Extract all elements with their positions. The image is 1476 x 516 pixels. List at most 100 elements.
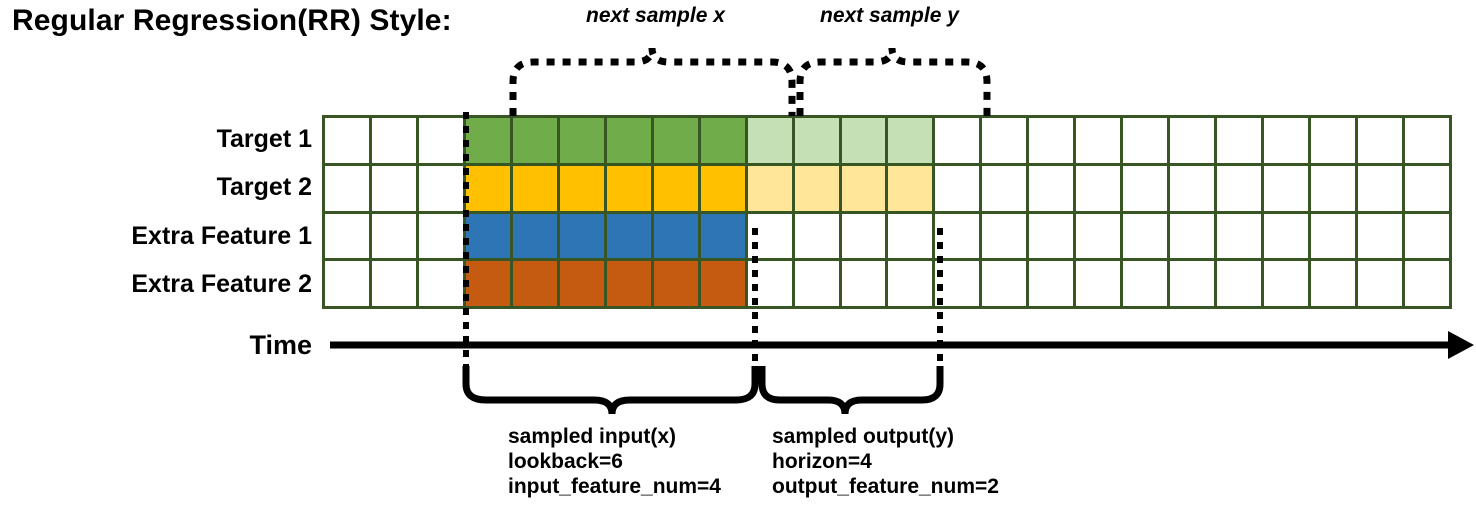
- row-label-extra-feature-1: Extra Feature 1: [131, 222, 312, 250]
- grid-cell: [1076, 261, 1121, 306]
- grid-cell-input: [700, 213, 745, 259]
- grid-cell: [418, 213, 463, 259]
- grid-cell-input: [606, 118, 651, 163]
- grid-cell-output: [841, 118, 886, 163]
- grid-cell: [1170, 213, 1215, 259]
- annotation-sampled-input-line2: lookback=6: [508, 450, 623, 473]
- grid-cell: [888, 213, 933, 259]
- grid-cell: [794, 261, 839, 306]
- grid-cell-input: [606, 261, 651, 306]
- grid-cell: [1358, 118, 1403, 163]
- grid-cell: [418, 261, 463, 306]
- grid-cell-input: [512, 118, 557, 163]
- annotation-sampled-output-line2: horizon=4: [772, 450, 872, 473]
- grid-cell: [325, 165, 369, 211]
- annotation-next-sample-y: next sample y: [820, 4, 959, 27]
- grid-cell-input: [465, 165, 510, 211]
- grid-cell: [1358, 213, 1403, 259]
- row-label-extra-feature-2: Extra Feature 2: [131, 270, 312, 298]
- grid-cell-input: [653, 213, 698, 259]
- grid-cell: [1358, 165, 1403, 211]
- grid-cell: [1217, 165, 1262, 211]
- time-axis-label: Time: [249, 330, 312, 360]
- grid-cell-input: [465, 261, 510, 306]
- grid-cell: [1029, 118, 1074, 163]
- grid-cell: [1029, 261, 1074, 306]
- grid-cell: [1405, 213, 1449, 259]
- grid-cell: [418, 165, 463, 211]
- grid-cell-input: [606, 165, 651, 211]
- grid-cell-output: [888, 165, 933, 211]
- grid-cell: [1217, 118, 1262, 163]
- grid-cell-output: [794, 165, 839, 211]
- grid-cell-output: [794, 118, 839, 163]
- grid-cell: [418, 118, 463, 163]
- annotation-sampled-output-line1: sampled output(y): [772, 425, 954, 448]
- grid-cell-input: [559, 165, 604, 211]
- row-label-target-2: Target 2: [216, 173, 312, 201]
- grid-cell: [1123, 213, 1168, 259]
- grid-cell: [1170, 118, 1215, 163]
- grid-cell-output: [841, 165, 886, 211]
- grid-cell-input: [653, 118, 698, 163]
- annotation-sampled-input-line1: sampled input(x): [508, 425, 677, 448]
- annotation-sampled-output-line3: output_feature_num=2: [772, 475, 999, 498]
- grid-cell: [1311, 165, 1356, 211]
- grid-cell: [1405, 118, 1449, 163]
- grid-cell: [1123, 118, 1168, 163]
- top-brace-next-sample-x: [509, 47, 796, 116]
- grid-cell: [325, 118, 369, 163]
- grid-cell-input: [465, 213, 510, 259]
- grid-cell: [1264, 213, 1309, 259]
- grid-cell: [935, 213, 980, 259]
- grid-cell: [325, 213, 369, 259]
- grid-cell-input: [559, 118, 604, 163]
- grid-cell: [794, 213, 839, 259]
- grid-cell: [982, 213, 1027, 259]
- grid-cell: [1029, 213, 1074, 259]
- grid-cell-input: [512, 165, 557, 211]
- grid-cell: [935, 261, 980, 306]
- grid-cell: [1217, 261, 1262, 306]
- grid-cell: [1076, 213, 1121, 259]
- grid-cell-input: [512, 213, 557, 259]
- grid-cell-input: [559, 261, 604, 306]
- grid-cell: [841, 213, 886, 259]
- grid-cell: [1170, 261, 1215, 306]
- grid-cell: [371, 118, 416, 163]
- grid-cell: [982, 118, 1027, 163]
- grid-cell-input: [653, 261, 698, 306]
- annotation-sampled-output: sampled output(y) horizon=4 output_featu…: [772, 424, 999, 499]
- grid-cell: [747, 213, 792, 259]
- grid-cell: [1405, 261, 1449, 306]
- annotation-sampled-input: sampled input(x) lookback=6 input_featur…: [508, 424, 721, 499]
- row-label-column: Target 1 Target 2 Extra Feature 1 Extra …: [50, 115, 312, 309]
- grid-cell: [1029, 165, 1074, 211]
- grid-cell: [1076, 118, 1121, 163]
- grid-cell-output: [888, 118, 933, 163]
- grid-cell: [1311, 213, 1356, 259]
- grid-cell: [1170, 165, 1215, 211]
- grid-cell: [1264, 165, 1309, 211]
- grid-cell: [371, 165, 416, 211]
- grid-cell: [1264, 118, 1309, 163]
- grid-cell: [982, 165, 1027, 211]
- grid-cell: [1311, 261, 1356, 306]
- annotation-next-sample-x: next sample x: [586, 4, 725, 27]
- page-title: Regular Regression(RR) Style:: [12, 4, 452, 37]
- grid-cell: [1217, 213, 1262, 259]
- grid-cell-input: [559, 213, 604, 259]
- grid-cell: [841, 261, 886, 306]
- grid-cell-input: [653, 165, 698, 211]
- grid-cell: [1311, 118, 1356, 163]
- bottom-brace-sampled-output: [758, 366, 944, 415]
- timeseries-grid: [322, 115, 1452, 309]
- time-axis-arrowhead: [1448, 331, 1474, 359]
- grid-cell: [1123, 261, 1168, 306]
- top-brace-next-sample-y: [796, 47, 991, 116]
- grid-cell: [982, 261, 1027, 306]
- grid-cell: [1358, 261, 1403, 306]
- grid-cell-input: [700, 261, 745, 306]
- grid-cell: [1123, 165, 1168, 211]
- grid-cell: [325, 261, 369, 306]
